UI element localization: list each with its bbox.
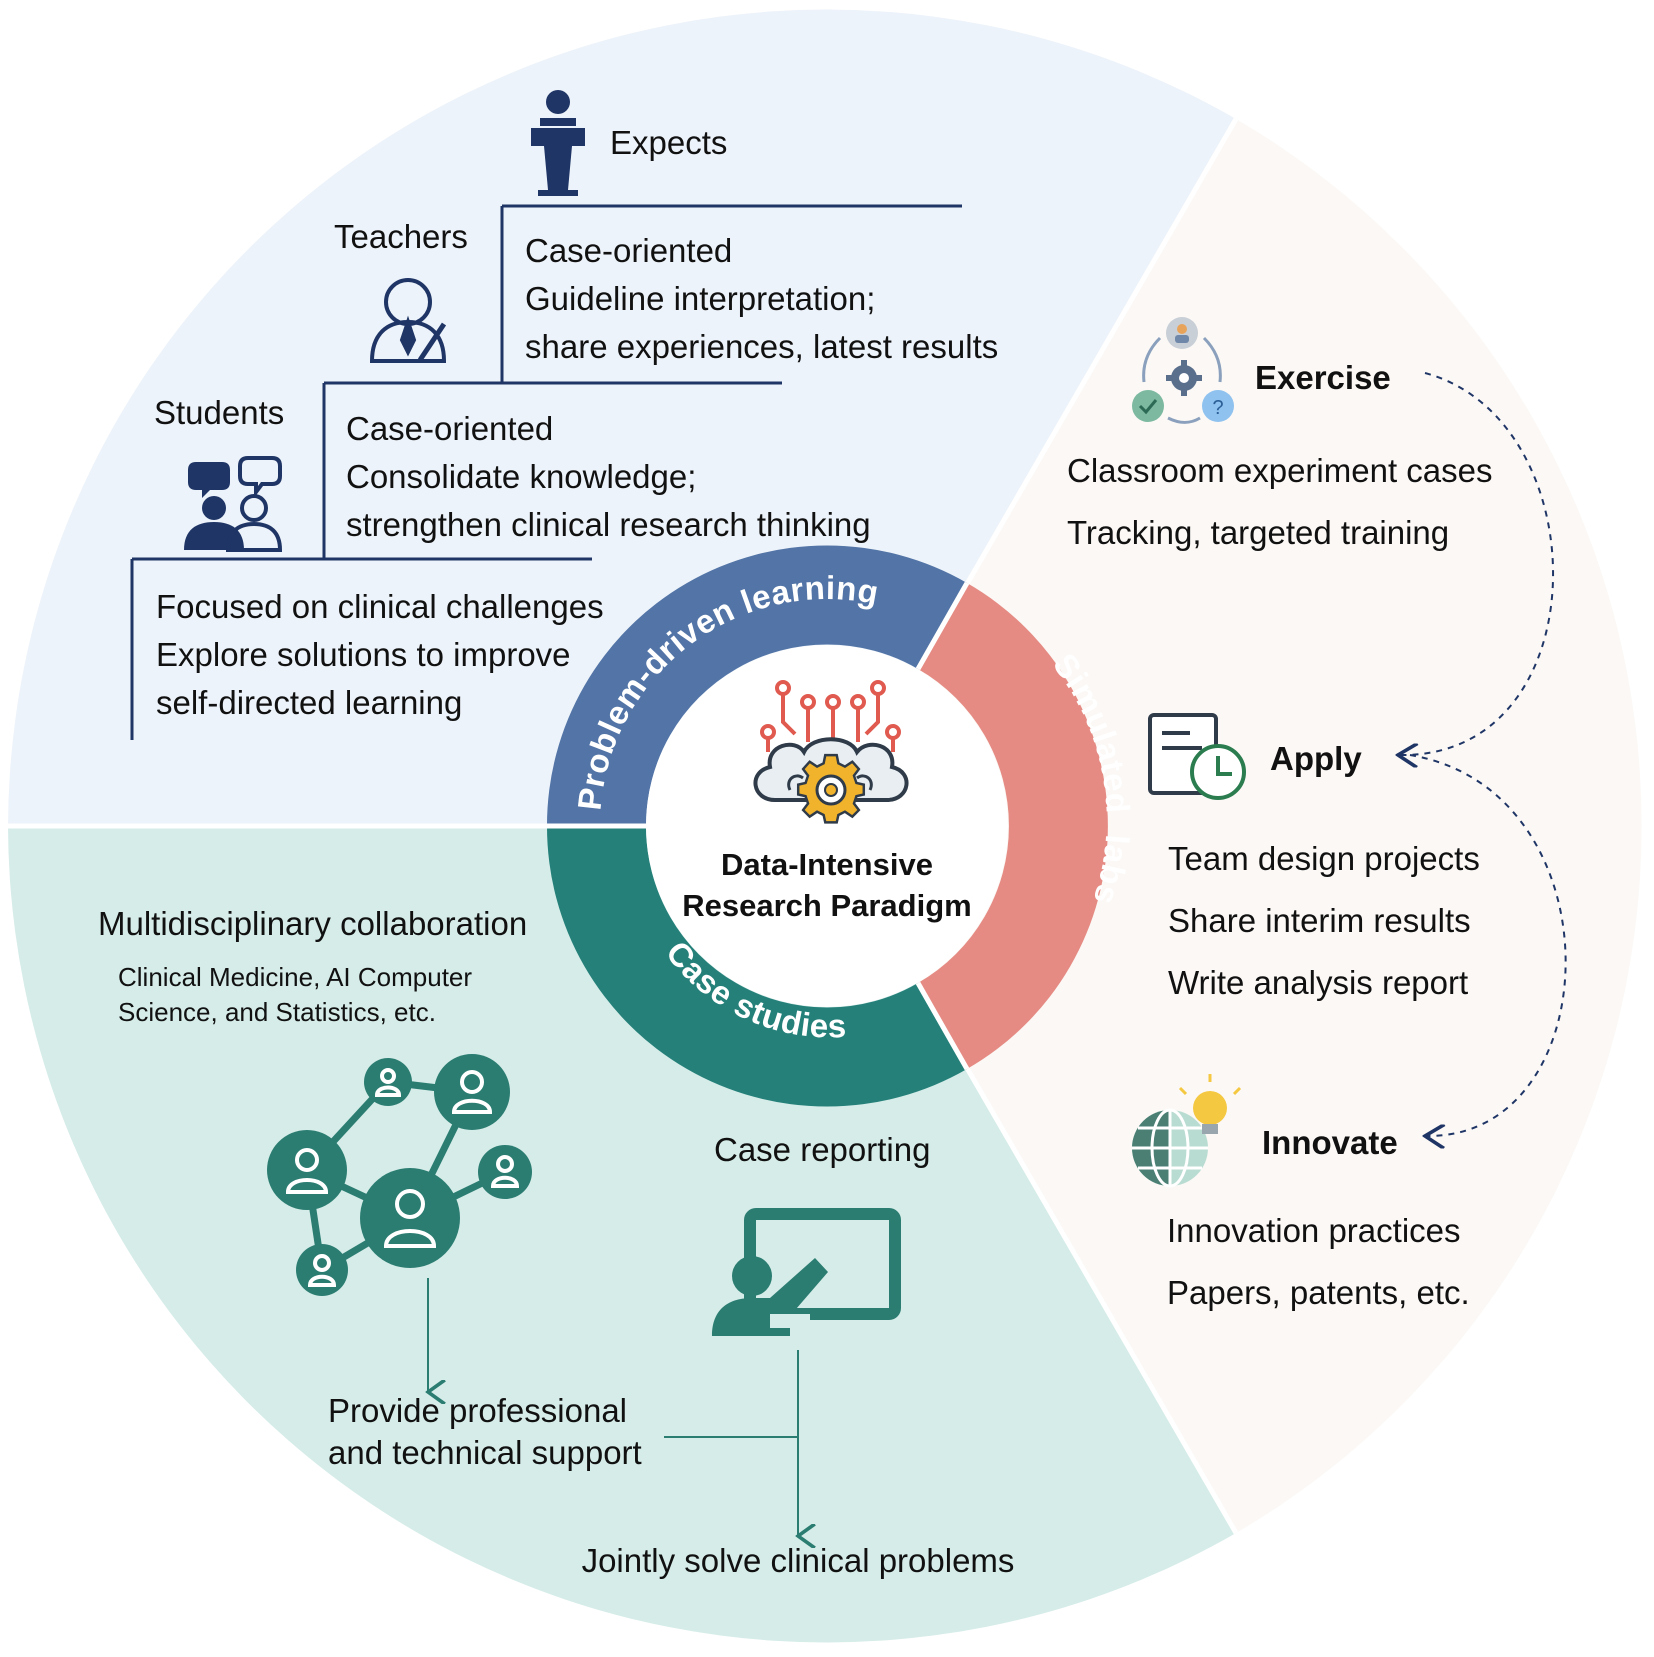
flow-arrow-exercise-to-apply <box>1398 372 1555 755</box>
teacher-icon <box>369 278 447 363</box>
base-line-3: self-directed learning <box>156 684 462 721</box>
presentation-board-icon <box>712 1208 901 1336</box>
multidisciplinary-sub-2: Science, and Statistics, etc. <box>118 997 436 1027</box>
apply-item-2: Share interim results <box>1168 902 1471 939</box>
multidisciplinary-sub-1: Clinical Medicine, AI Computer <box>118 962 472 992</box>
innovate-title: Innovate <box>1262 1124 1398 1161</box>
ring-case <box>546 826 967 1107</box>
students-line-1: Case-oriented <box>346 410 553 447</box>
support-line-1: Provide professional <box>328 1392 627 1429</box>
ring-gap-bottom <box>915 981 970 1071</box>
innovate-globe-bulb-icon <box>1132 1074 1242 1188</box>
exercise-cycle-icon: ? <box>1132 317 1234 424</box>
teachers-line-3: share experiences, latest results <box>525 328 998 365</box>
center-title-1: Data-Intensive <box>721 847 933 882</box>
support-line-2: and technical support <box>328 1434 642 1471</box>
students-line-3: strengthen clinical research thinking <box>346 506 871 543</box>
teachers-line-1: Case-oriented <box>525 232 732 269</box>
exercise-title: Exercise <box>1255 359 1391 396</box>
network-people-icon <box>267 1054 532 1296</box>
ring-gap-top <box>915 581 970 671</box>
staircase-lines <box>130 204 962 740</box>
center-disc <box>646 645 1008 1007</box>
ring-labs <box>918 583 1108 1069</box>
base-line-1: Focused on clinical challenges <box>156 588 604 625</box>
case-connectors <box>428 1278 798 1536</box>
apply-document-clock-icon <box>1148 713 1246 800</box>
sector-labs <box>827 119 1642 1533</box>
innovate-item-2: Papers, patents, etc. <box>1167 1274 1470 1311</box>
teachers-label: Teachers <box>334 218 468 255</box>
svg-text:?: ? <box>1212 397 1223 419</box>
podium-icon <box>531 90 585 196</box>
apply-item-1: Team design projects <box>1168 840 1480 877</box>
flow-arrow-apply-to-innovate <box>1409 754 1567 1136</box>
brain-gear-icon <box>753 680 909 824</box>
students-icon <box>184 456 283 552</box>
innovate-item-1: Innovation practices <box>1167 1212 1461 1249</box>
exercise-item-1: Classroom experiment cases <box>1067 452 1493 489</box>
case-reporting-label: Case reporting <box>714 1131 930 1168</box>
apply-item-3: Write analysis report <box>1168 964 1468 1001</box>
teachers-line-2: Guideline interpretation; <box>525 280 875 317</box>
ring-problem <box>546 545 967 826</box>
students-label: Students <box>154 394 284 431</box>
joint-solve-label: Jointly solve clinical problems <box>582 1542 1015 1579</box>
base-line-2: Explore solutions to improve <box>156 636 571 673</box>
exercise-item-2: Tracking, targeted training <box>1067 514 1449 551</box>
multidisciplinary-title: Multidisciplinary collaboration <box>98 905 527 942</box>
apply-title: Apply <box>1270 740 1362 777</box>
students-line-2: Consolidate knowledge; <box>346 458 696 495</box>
center-title-2: Research Paradigm <box>682 888 971 923</box>
expects-label: Expects <box>610 124 727 161</box>
